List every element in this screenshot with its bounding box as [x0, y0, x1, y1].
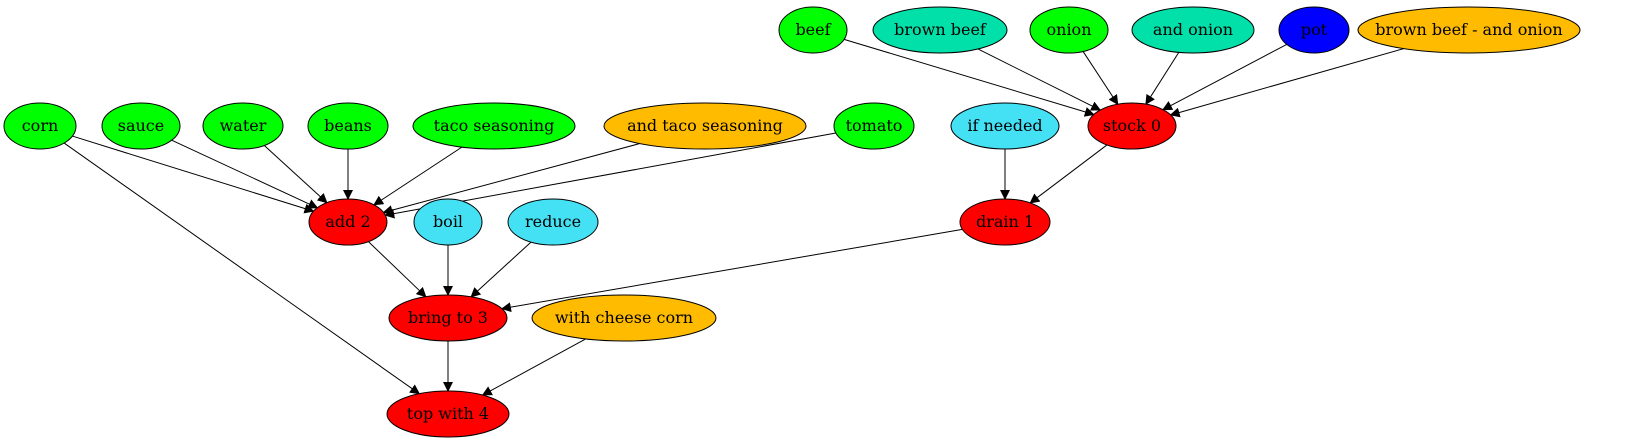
- edges-layer: [63, 38, 1404, 396]
- node-brown-beef: brown beef: [872, 6, 1008, 54]
- node-label-if-needed: if needed: [967, 116, 1042, 135]
- node-shape-brown-beef: [872, 6, 1008, 54]
- node-if-needed: if needed: [950, 102, 1060, 150]
- node-shape-top-with-4: [386, 390, 510, 438]
- node-shape-reduce: [507, 198, 599, 246]
- node-label-brown-beef-and-onion: brown beef - and onion: [1375, 20, 1562, 39]
- node-water: water: [202, 102, 284, 150]
- node-and-onion: and onion: [1131, 6, 1255, 54]
- node-and-taco-seasoning: and taco seasoning: [603, 102, 807, 150]
- node-top-with-4: top with 4: [386, 390, 510, 438]
- node-label-and-onion: and onion: [1153, 20, 1233, 39]
- node-shape-water: [202, 102, 284, 150]
- node-sauce: sauce: [101, 102, 181, 150]
- node-shape-add-2: [308, 198, 388, 246]
- node-onion: onion: [1029, 6, 1109, 54]
- node-shape-brown-beef-and-onion: [1357, 6, 1581, 54]
- node-shape-sauce: [101, 102, 181, 150]
- node-beef: beef: [778, 6, 848, 54]
- edge-corn-to-top-with-4: [63, 142, 421, 395]
- edge-brown-beef-and-onion-to-stock-0: [1169, 48, 1404, 118]
- edge-sauce-to-add-2: [171, 139, 319, 209]
- node-label-bring-to-3: bring to 3: [408, 308, 488, 327]
- node-label-water: water: [220, 116, 267, 135]
- edge-taco-seasoning-to-add-2: [373, 146, 463, 206]
- edge-brown-beef-to-stock-0: [977, 48, 1102, 111]
- edge-with-cheese-corn-to-top-with-4: [481, 338, 586, 396]
- node-label-reduce: reduce: [525, 212, 581, 231]
- node-shape-corn: [3, 102, 77, 150]
- node-boil: boil: [413, 198, 483, 246]
- nodes-layer: beef brown beef onion and onion pot brown bee…: [3, 6, 1581, 438]
- node-label-drain-1: drain 1: [976, 212, 1034, 231]
- node-label-beans: beans: [324, 116, 372, 135]
- node-label-top-with-4: top with 4: [407, 404, 489, 423]
- edge-water-to-add-2: [263, 145, 328, 204]
- node-reduce: reduce: [507, 198, 599, 246]
- node-shape-if-needed: [950, 102, 1060, 150]
- node-add-2: add 2: [308, 198, 388, 246]
- edge-pot-to-stock-0: [1162, 43, 1287, 111]
- node-corn: corn: [3, 102, 77, 150]
- node-label-beef: beef: [795, 20, 831, 39]
- node-beans: beans: [307, 102, 389, 150]
- node-tomato: tomato: [833, 102, 915, 150]
- node-label-brown-beef: brown beef: [894, 20, 987, 39]
- edge-drain-1-to-bring-to-3: [500, 228, 963, 313]
- node-shape-onion: [1029, 6, 1109, 54]
- node-shape-and-onion: [1131, 6, 1255, 54]
- node-label-sauce: sauce: [118, 116, 164, 135]
- node-label-taco-seasoning: taco seasoning: [434, 116, 555, 135]
- node-shape-beef: [778, 6, 848, 54]
- node-brown-beef-and-onion: brown beef - and onion: [1357, 6, 1581, 54]
- edge-reduce-to-bring-to-3: [470, 241, 532, 298]
- edge-and-taco-seasoning-to-add-2: [382, 143, 640, 215]
- node-shape-and-taco-seasoning: [603, 102, 807, 150]
- edge-and-onion-to-stock-0: [1145, 52, 1180, 106]
- node-label-add-2: add 2: [325, 212, 370, 231]
- edge-add-2-to-bring-to-3: [368, 241, 427, 298]
- node-label-boil: boil: [433, 212, 463, 231]
- node-shape-with-cheese-corn: [531, 294, 717, 342]
- node-shape-boil: [413, 198, 483, 246]
- edge-beef-to-stock-0: [843, 38, 1095, 117]
- node-label-tomato: tomato: [846, 116, 903, 135]
- node-label-pot: pot: [1301, 20, 1328, 39]
- edge-stock-0-to-drain-1: [1029, 144, 1108, 204]
- node-label-corn: corn: [22, 116, 59, 135]
- node-drain-1: drain 1: [959, 198, 1051, 246]
- node-shape-bring-to-3: [388, 294, 508, 342]
- node-label-with-cheese-corn: with cheese corn: [555, 308, 693, 327]
- node-shape-stock-0: [1087, 102, 1177, 150]
- node-shape-drain-1: [959, 198, 1051, 246]
- node-bring-to-3: bring to 3: [388, 294, 508, 342]
- edge-onion-to-stock-0: [1082, 51, 1119, 106]
- node-with-cheese-corn: with cheese corn: [531, 294, 717, 342]
- node-shape-pot: [1278, 6, 1350, 54]
- node-shape-tomato: [833, 102, 915, 150]
- node-shape-beans: [307, 102, 389, 150]
- node-stock-0: stock 0: [1087, 102, 1177, 150]
- node-taco-seasoning: taco seasoning: [412, 102, 576, 150]
- node-pot: pot: [1278, 6, 1350, 54]
- node-label-onion: onion: [1047, 20, 1092, 39]
- node-label-stock-0: stock 0: [1103, 116, 1161, 135]
- node-label-and-taco-seasoning: and taco seasoning: [627, 116, 783, 135]
- node-shape-taco-seasoning: [412, 102, 576, 150]
- edge-corn-to-add-2: [72, 135, 315, 214]
